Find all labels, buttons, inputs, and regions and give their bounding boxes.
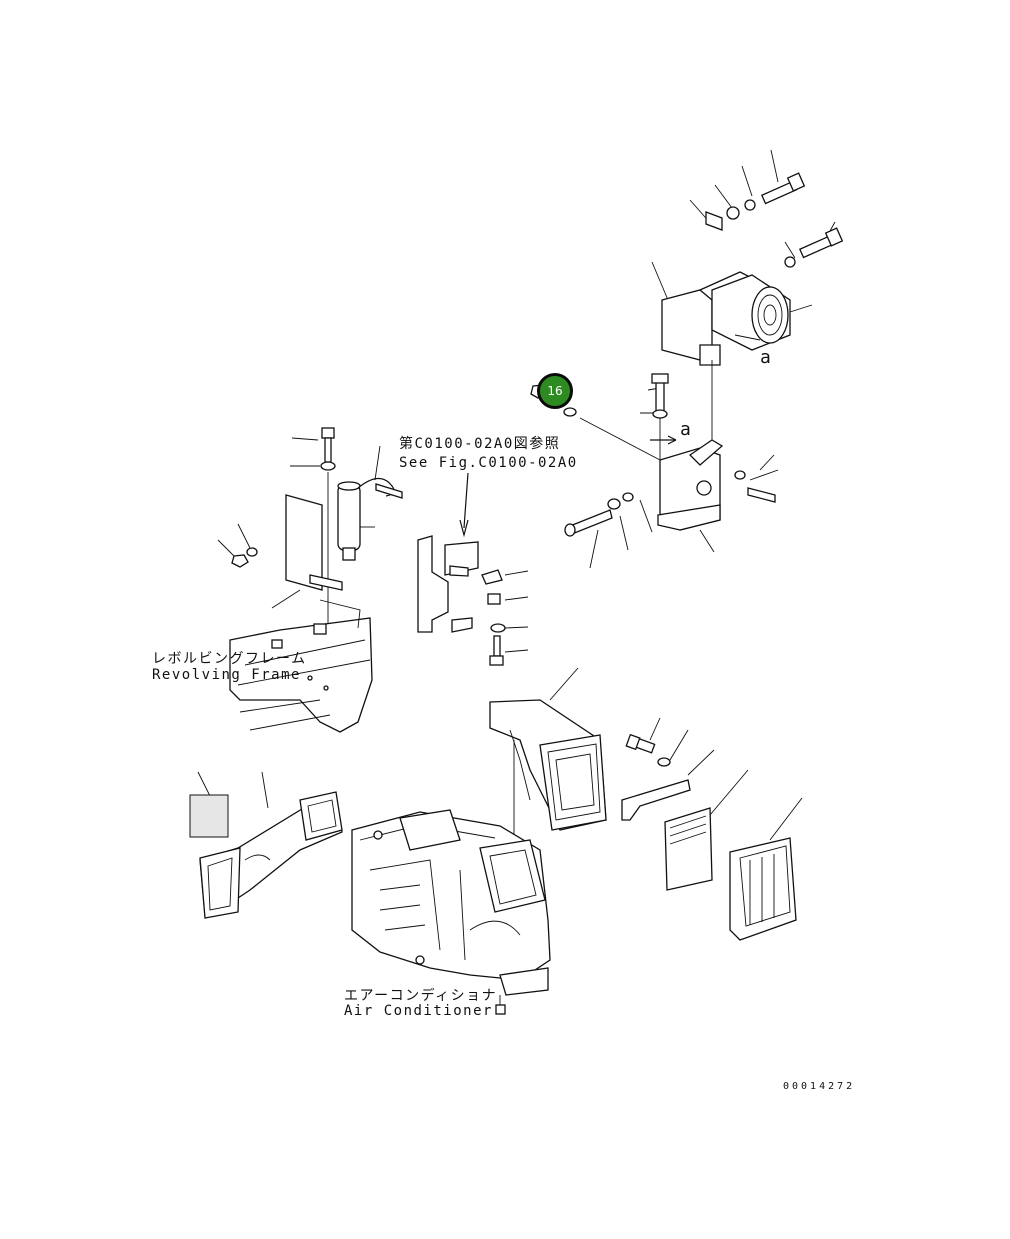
center-cover-bracket xyxy=(417,472,529,666)
air-conditioner-label-en: Air Conditioner xyxy=(344,1003,493,1019)
view-a-label-upper: a xyxy=(760,347,773,368)
see-fig-label-jp: 第C0100-02A0図参照 xyxy=(399,436,561,452)
filter-and-cover-parts xyxy=(621,717,803,941)
revolving-frame-label-en: Revolving Frame xyxy=(152,667,301,683)
air-conditioner-label-jp: エアーコンディショナ xyxy=(344,988,498,1004)
figure-number: 00014272 xyxy=(783,1081,856,1092)
view-a-label-lower: a xyxy=(680,419,693,440)
air-duct-lower xyxy=(189,771,343,919)
compressor-bracket-assembly xyxy=(651,149,844,366)
see-fig-label-en: See Fig.C0100-02A0 xyxy=(399,455,578,471)
air-conditioner-unit xyxy=(351,809,551,1015)
air-duct-upper xyxy=(489,667,607,840)
compressor-lower-bracket xyxy=(530,360,779,569)
revolving-frame-label-jp: レボルビングフレーム xyxy=(152,651,307,667)
receiver-drier-assembly xyxy=(217,427,403,733)
callout-16[interactable]: 16 xyxy=(537,373,573,409)
